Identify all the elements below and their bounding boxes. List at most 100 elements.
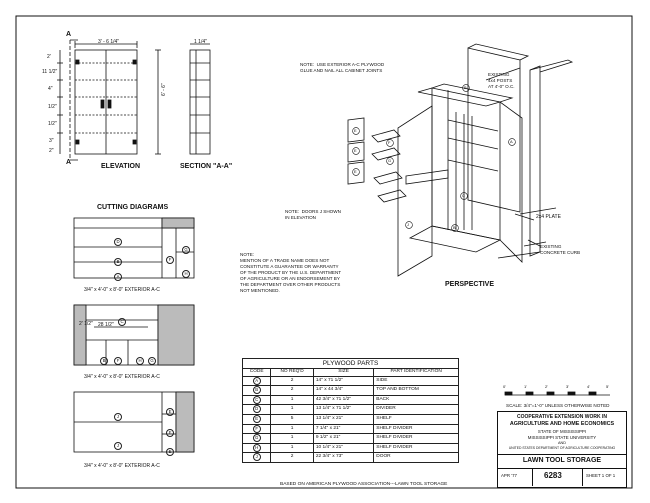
parts-table-header: CODE NO REQ'D SIZE PART IDENTIFICATION [241, 368, 459, 377]
elevation-view [57, 39, 161, 161]
scale-tick: 2' [545, 384, 548, 389]
section-marker-top: A [66, 31, 72, 38]
cut-part: D [114, 230, 122, 248]
perspective-label: PERSPECTIVE [445, 281, 495, 288]
part-code-circle: J [252, 453, 261, 462]
part-letter: E [354, 128, 357, 133]
scale-bar [504, 391, 610, 396]
tb-line: COOPERATIVE EXTENSION WORK IN [517, 414, 607, 420]
cell-part: SHELF DIVIDER [373, 433, 459, 444]
cut-part: E [166, 421, 174, 439]
elevation-left-dim: 3" [49, 138, 54, 144]
cell-code: E [241, 413, 272, 425]
cell-size: 7 1/4" x 21" [312, 423, 375, 435]
cell-qty: 2 [270, 385, 314, 396]
cut-part: H [136, 349, 144, 367]
sheet-border [15, 15, 633, 489]
cell-size: 10 1/4" x 21" [312, 442, 375, 454]
scale-note: SCALE: 3/4"=1'-0" UNLESS OTHERWISE NOTED [506, 403, 610, 408]
section-marker-bottom: A [66, 159, 72, 166]
cut-part: J [114, 405, 122, 423]
cell-code: G [241, 433, 272, 444]
plywood-parts-table: PLYWOOD PARTS CODE NO REQ'D SIZE PART ID… [241, 358, 459, 463]
cut-part: B [100, 349, 108, 367]
approval-date: APR '77 [501, 473, 517, 478]
part-code-circle: A [252, 376, 261, 385]
cut-part: F [166, 248, 174, 266]
cell-size: 22 3/4" x 73" [312, 452, 375, 463]
cutting-caption-1: 3/4" x 4'-0" x 8'-0" EXTERIOR A-C [84, 287, 160, 293]
cut-part: E [166, 400, 174, 418]
cell-qty: 5 [270, 413, 314, 425]
part-code-circle: E [252, 414, 261, 423]
scale-tick: 5' [606, 384, 609, 389]
part-code-circle: C [252, 395, 261, 404]
header-code: CODE [241, 368, 272, 377]
cell-size: 9 1/2" x 21" [312, 433, 375, 444]
cell-part: DIVIDER [373, 404, 459, 415]
cell-size: 42 3/4" x 71 1/2" [312, 394, 375, 406]
part-code-circle: H [252, 443, 261, 452]
cell-qty: 1 [270, 433, 314, 444]
note-trade-name: NOTE: MENTION OF A TRADE NAME DOES NOT C… [240, 252, 342, 293]
elevation-left-dim: 2" [49, 148, 54, 154]
part-letter: F [388, 140, 391, 145]
cell-code: H [241, 442, 272, 454]
elevation-left-dim: 2' [47, 54, 51, 60]
note-concrete-curb: EXISTING CONCRETE CURB [540, 244, 581, 255]
cut-part: G [182, 238, 190, 256]
cut-part: H [182, 262, 190, 280]
tb-line: AGRICULTURE AND HOME ECONOMICS [509, 421, 615, 427]
cutting-caption-3: 3/4" x 4'-0" x 8'-0" EXTERIOR A-C [84, 463, 160, 469]
part-code-circle: G [252, 434, 261, 443]
elevation-label: ELEVATION [101, 163, 141, 170]
cell-part: TOP AND BOTTOM [373, 385, 459, 396]
parts-table-title: PLYWOOD PARTS [242, 358, 459, 368]
cut-part: F [114, 349, 122, 367]
cutting-dim: 2' 1/2" [79, 321, 93, 327]
drawing-title: LAWN TOOL STORAGE [522, 457, 602, 464]
part-code-circle: F [252, 424, 261, 433]
cell-code: F [241, 423, 272, 435]
cell-qty: 1 [270, 442, 314, 454]
part-code-circle: D [252, 405, 261, 414]
cutting-sheet-2 [73, 304, 195, 366]
part-letter: E [354, 148, 357, 153]
elevation-left-dim: 4" [48, 86, 53, 92]
cut-part: J [114, 434, 122, 452]
note-existing-posts: EXISTING 4x4 POSTS AT 4'-0" O.C. [488, 72, 515, 89]
elevation-left-dim: 11 1/2" [42, 69, 58, 75]
part-letter: B [453, 225, 456, 230]
cut-part: E [166, 440, 174, 458]
tb-line: UNITED STATES DEPARTMENT OF AGRICULTURE … [508, 446, 616, 450]
cell-qty: 2 [270, 375, 314, 387]
cell-size: 14" x 44 3/4" [312, 385, 375, 396]
tb-line: AND [557, 441, 567, 445]
cell-part: DOOR [373, 452, 459, 463]
elevation-left-dim: 1/2" [48, 121, 57, 127]
part-letter: C [462, 193, 465, 198]
note-plate: 2x4 PLATE [536, 214, 561, 220]
section-label: SECTION "A-A" [180, 163, 233, 170]
section-width-dim: 1 1/4" [194, 39, 207, 45]
cell-part: SHELF DIVIDER [373, 442, 459, 454]
cell-part: BACK [373, 394, 459, 406]
cell-part: SHELF [373, 413, 459, 425]
section-view [189, 43, 211, 155]
header-qty: NO REQ'D [270, 368, 314, 377]
cell-part: SIDE [373, 375, 459, 387]
cell-part: SHELF DIVIDER [373, 423, 459, 435]
cutting-dim: 28 1/2" [98, 322, 114, 328]
part-code-circle: B [252, 386, 261, 395]
part-letter: E [354, 169, 357, 174]
note-plywood: NOTE: USE EXTERIOR A-C PLYWOOD GLUE AND … [300, 62, 385, 73]
cell-code: C [241, 394, 272, 406]
cut-part: C [118, 310, 126, 328]
note-doors: NOTE: DOORS J SHOWN IN ELEVATION [285, 209, 341, 220]
